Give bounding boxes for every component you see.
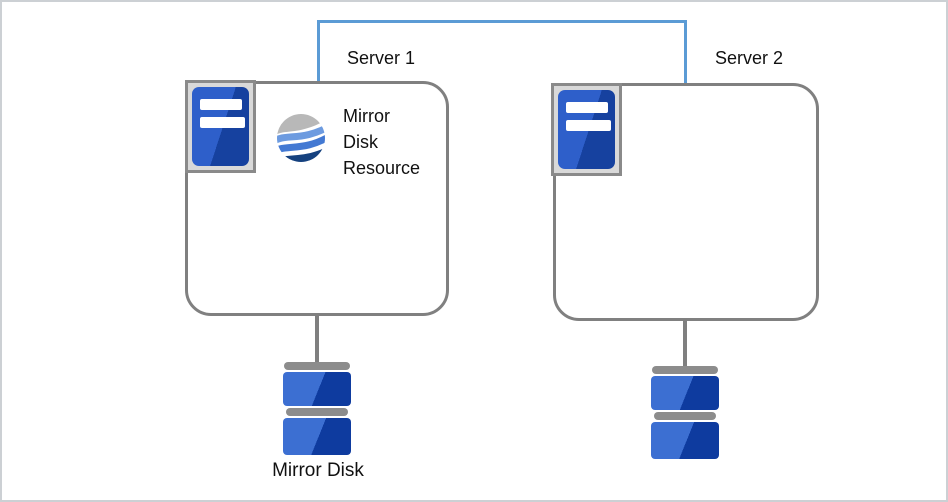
disk-platter-icon <box>654 412 716 420</box>
server1-tower-icon <box>185 80 256 173</box>
mirror-disk-resource-icon <box>277 114 325 162</box>
resource-label-line: Disk <box>343 132 378 152</box>
tower-slot-icon <box>566 102 608 113</box>
disk-platter-icon <box>652 366 718 374</box>
interconnect-link-horizontal-segment <box>317 20 687 23</box>
disk-platter-icon <box>286 408 348 416</box>
interconnect-link-left-segment <box>317 20 320 82</box>
resource-label-line: Mirror <box>343 106 390 126</box>
disk-body-icon <box>651 422 719 459</box>
mirror-disk-resource-label: Mirror Disk Resource <box>343 103 420 181</box>
disk-platter-icon <box>284 362 350 370</box>
wave-mid-blue-band <box>277 131 325 157</box>
tower-slot-icon <box>200 117 245 128</box>
tower-slot-icon <box>200 99 242 110</box>
server1-mirror-disk-icon <box>283 362 351 455</box>
server2-mirror-disk-icon <box>651 366 719 459</box>
wave-light-blue-band <box>277 121 325 147</box>
interconnect-link-right-segment <box>684 20 687 84</box>
wave-navy-band <box>277 144 325 162</box>
server2-disk-connector <box>683 319 687 368</box>
resource-label-line: Resource <box>343 158 421 178</box>
server2-label: Server 2 <box>714 48 784 68</box>
wave-gray-band <box>277 114 325 140</box>
disk-body-icon <box>651 376 719 410</box>
mirror-disk-label: Mirror Disk <box>272 460 364 481</box>
server-tower-icon <box>558 90 615 169</box>
server-tower-icon <box>192 87 249 166</box>
server1-disk-connector <box>315 316 319 364</box>
disk-body-icon <box>283 418 351 455</box>
disk-body-icon <box>283 372 351 406</box>
server2-tower-icon <box>551 83 622 176</box>
server1-label: Server 1 <box>346 48 416 68</box>
tower-slot-icon <box>566 120 611 131</box>
